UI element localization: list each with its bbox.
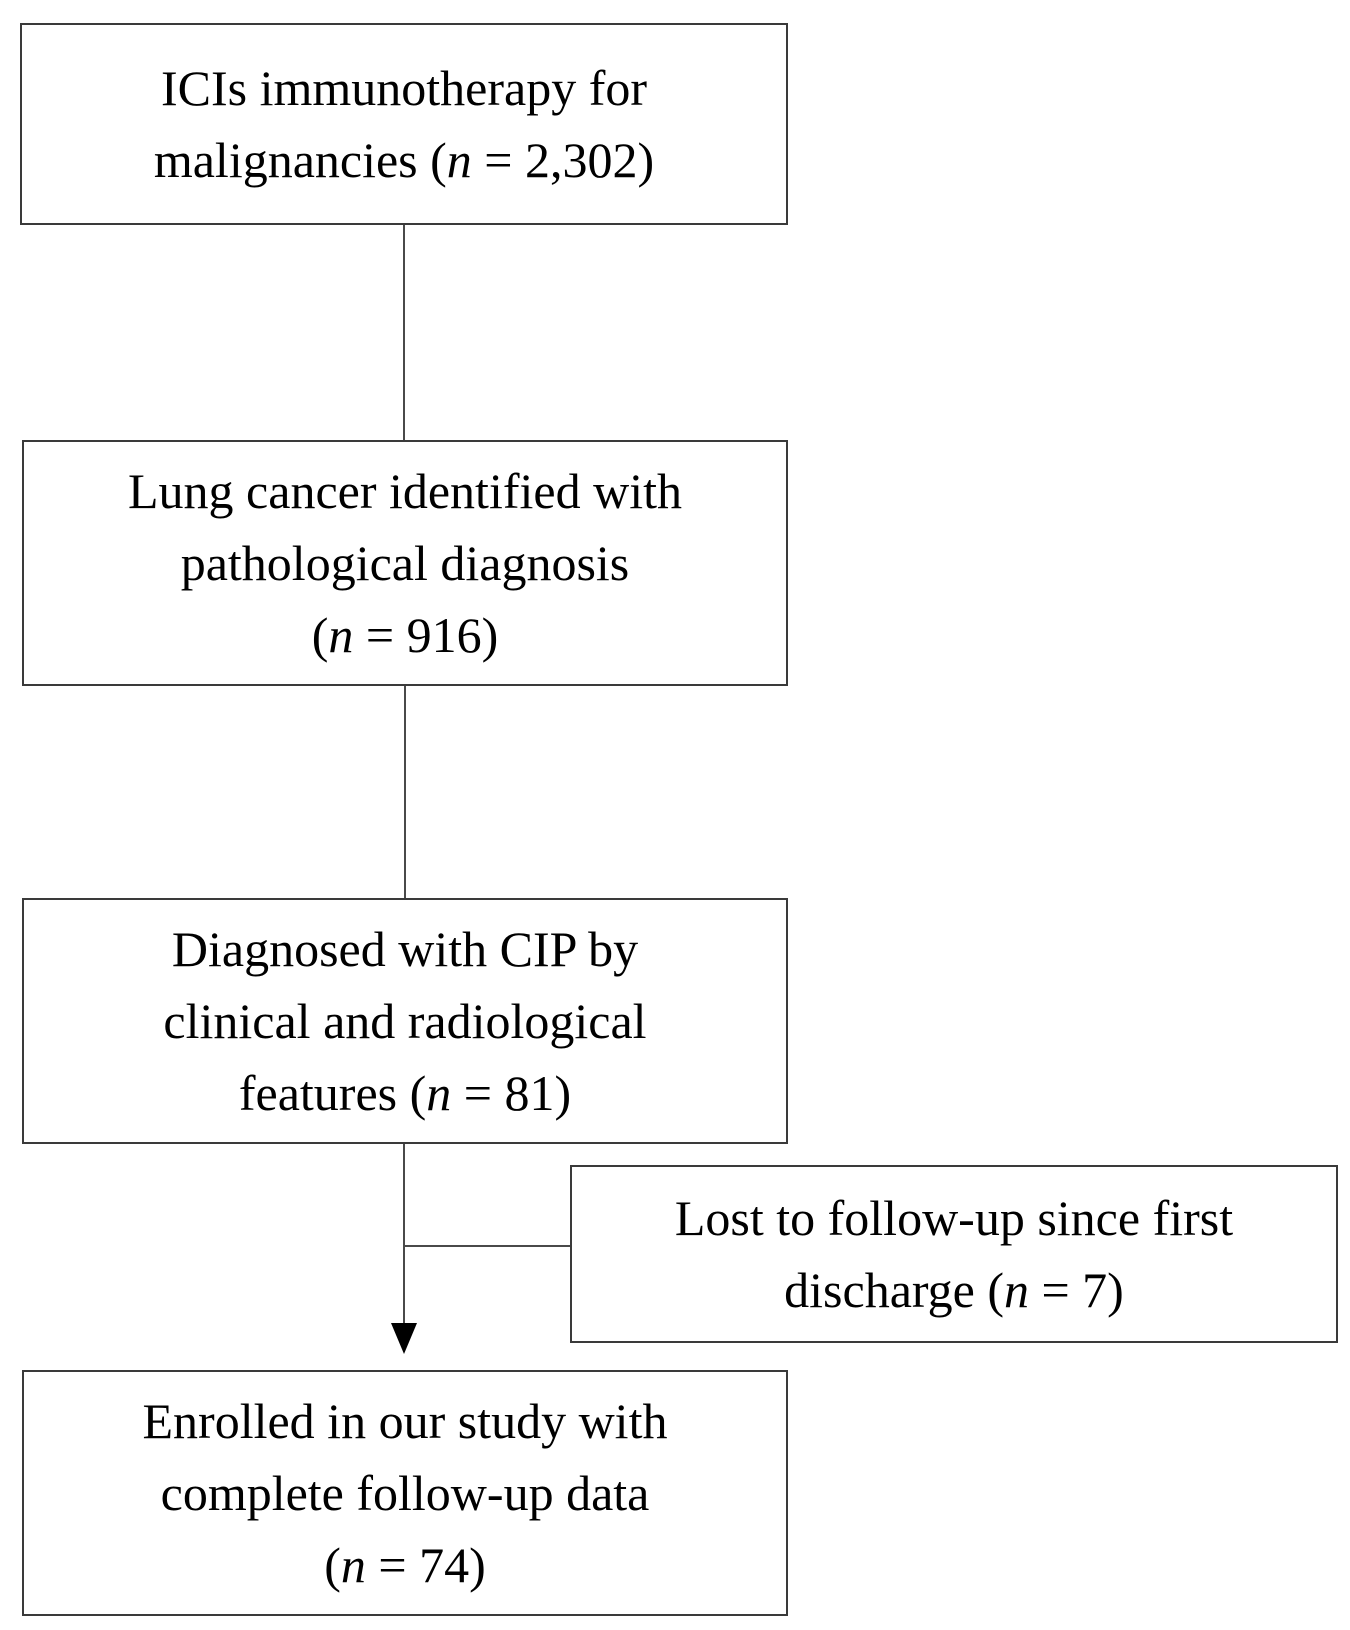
box-cip-line-3: features (n = 81) bbox=[239, 1057, 571, 1129]
box-enrolled-line-1: Enrolled in our study with bbox=[142, 1393, 668, 1449]
box-lung-line-3-prefix: ( bbox=[311, 607, 329, 663]
box-cip-line-3-suffix: = 81) bbox=[451, 1065, 572, 1121]
box-enrolled-line-3: (n = 74) bbox=[324, 1529, 486, 1601]
box-lung-line-2: pathological diagnosis bbox=[180, 535, 630, 591]
box-lost-line-1: Lost to follow-up since first bbox=[674, 1190, 1234, 1246]
box-lung-line-1: Lung cancer identified with bbox=[128, 463, 682, 519]
box-lung-line-3-suffix: = 916) bbox=[353, 607, 499, 663]
box-lung-cancer: Lung cancer identified with pathological… bbox=[22, 440, 788, 686]
box-lung-n-symbol: n bbox=[328, 607, 354, 663]
box-enrolled-line-2: complete follow-up data bbox=[160, 1465, 650, 1521]
box-enrolled-line-3-prefix: ( bbox=[324, 1537, 341, 1593]
box-enrolled-n-symbol: n bbox=[340, 1537, 366, 1593]
box-ici-line-2: malignancies (n = 2,302) bbox=[154, 124, 654, 196]
box-ici-n-symbol: n bbox=[446, 132, 472, 188]
box-cip-n-symbol: n bbox=[426, 1065, 452, 1121]
box-cip-line-2: clinical and radiological bbox=[163, 993, 647, 1049]
box-lung-line-3: (n = 916) bbox=[312, 599, 499, 671]
box-enrolled-in-study: Enrolled in our study with complete foll… bbox=[22, 1370, 788, 1616]
box-enrolled-line-3-suffix: = 74) bbox=[365, 1537, 486, 1593]
box-ici-immunotherapy: ICIs immunotherapy for malignancies (n =… bbox=[20, 23, 788, 225]
box-lost-to-follow-up: Lost to follow-up since first discharge … bbox=[570, 1165, 1338, 1343]
arrow-head-enrolled bbox=[391, 1323, 417, 1354]
box-ici-line-1: ICIs immunotherapy for bbox=[160, 60, 647, 116]
box-ici-line-2-prefix: malignancies ( bbox=[153, 132, 447, 188]
box-lost-n-symbol: n bbox=[1003, 1262, 1029, 1318]
box-cip-diagnosed: Diagnosed with CIP by clinical and radio… bbox=[22, 898, 788, 1144]
box-lost-line-2: discharge (n = 7) bbox=[784, 1254, 1124, 1326]
box-cip-line-1: Diagnosed with CIP by bbox=[171, 921, 639, 977]
box-cip-line-3-prefix: features ( bbox=[238, 1065, 427, 1121]
box-ici-line-2-suffix: = 2,302) bbox=[471, 132, 655, 188]
box-lost-line-2-prefix: discharge ( bbox=[784, 1262, 1004, 1318]
box-lost-line-2-suffix: = 7) bbox=[1028, 1262, 1124, 1318]
